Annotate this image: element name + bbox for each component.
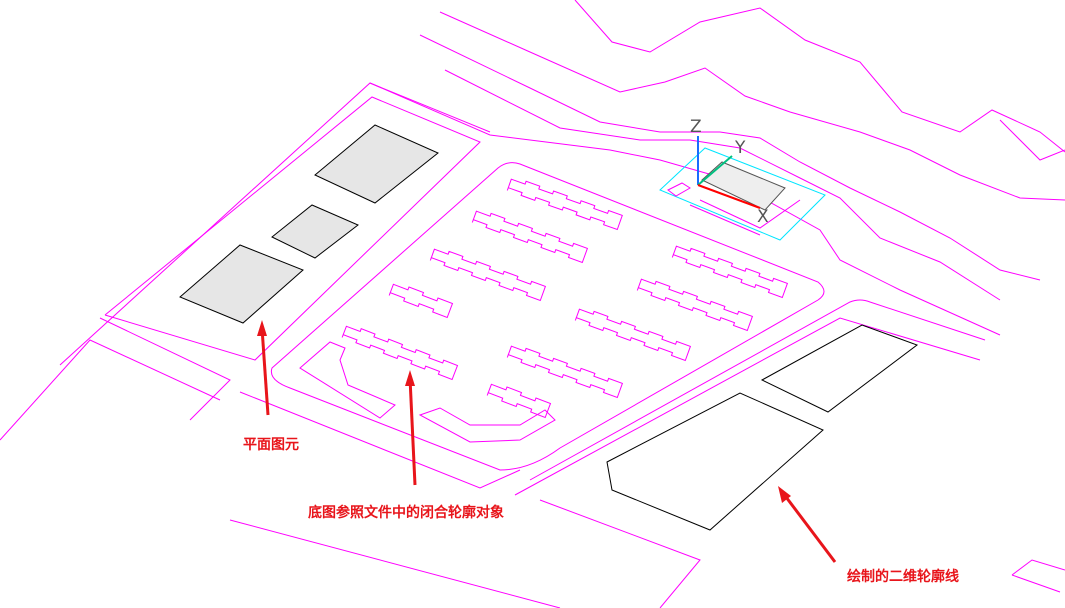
arrow — [260, 327, 270, 416]
y-axis — [697, 155, 733, 186]
building-footprint[interactable] — [506, 345, 624, 399]
plan-element[interactable] — [314, 124, 439, 204]
building-footprint[interactable] — [486, 383, 552, 419]
drawn-outline[interactable] — [606, 392, 824, 531]
building-footprint[interactable] — [671, 245, 789, 299]
residential-block — [239, 162, 825, 489]
drawn-outline[interactable] — [760, 324, 919, 413]
building-footprint[interactable] — [471, 210, 589, 264]
arrow — [408, 377, 417, 486]
annotation-plan-elements: 平面图元 — [243, 437, 299, 453]
annotation-closed-contours: 底图参照文件中的闭合轮廓对象 — [308, 505, 504, 521]
site-model: Z Y X — [659, 117, 826, 241]
building-footprint[interactable] — [341, 325, 459, 381]
x-axis — [697, 184, 761, 209]
annotation-drawn-outlines: 绘制的二维轮廓线 — [847, 569, 959, 585]
building-footprint[interactable] — [636, 278, 754, 332]
arrowhead — [257, 320, 267, 336]
y-axis-label: Y — [734, 138, 746, 158]
building-footprint[interactable] — [506, 178, 623, 231]
plan-element[interactable] — [179, 244, 304, 324]
building-footprint[interactable] — [388, 283, 454, 319]
x-axis-label: X — [757, 207, 769, 227]
building-footprint[interactable] — [429, 248, 547, 302]
left-parcel — [0, 82, 491, 441]
arrow — [781, 492, 837, 563]
plan-element[interactable] — [271, 204, 359, 259]
arrowhead — [405, 370, 415, 386]
right-block — [229, 299, 1065, 608]
arrowhead — [778, 486, 791, 503]
z-axis-label: Z — [690, 117, 702, 137]
building-footprint[interactable] — [574, 308, 692, 362]
annotation-arrows — [257, 320, 837, 563]
